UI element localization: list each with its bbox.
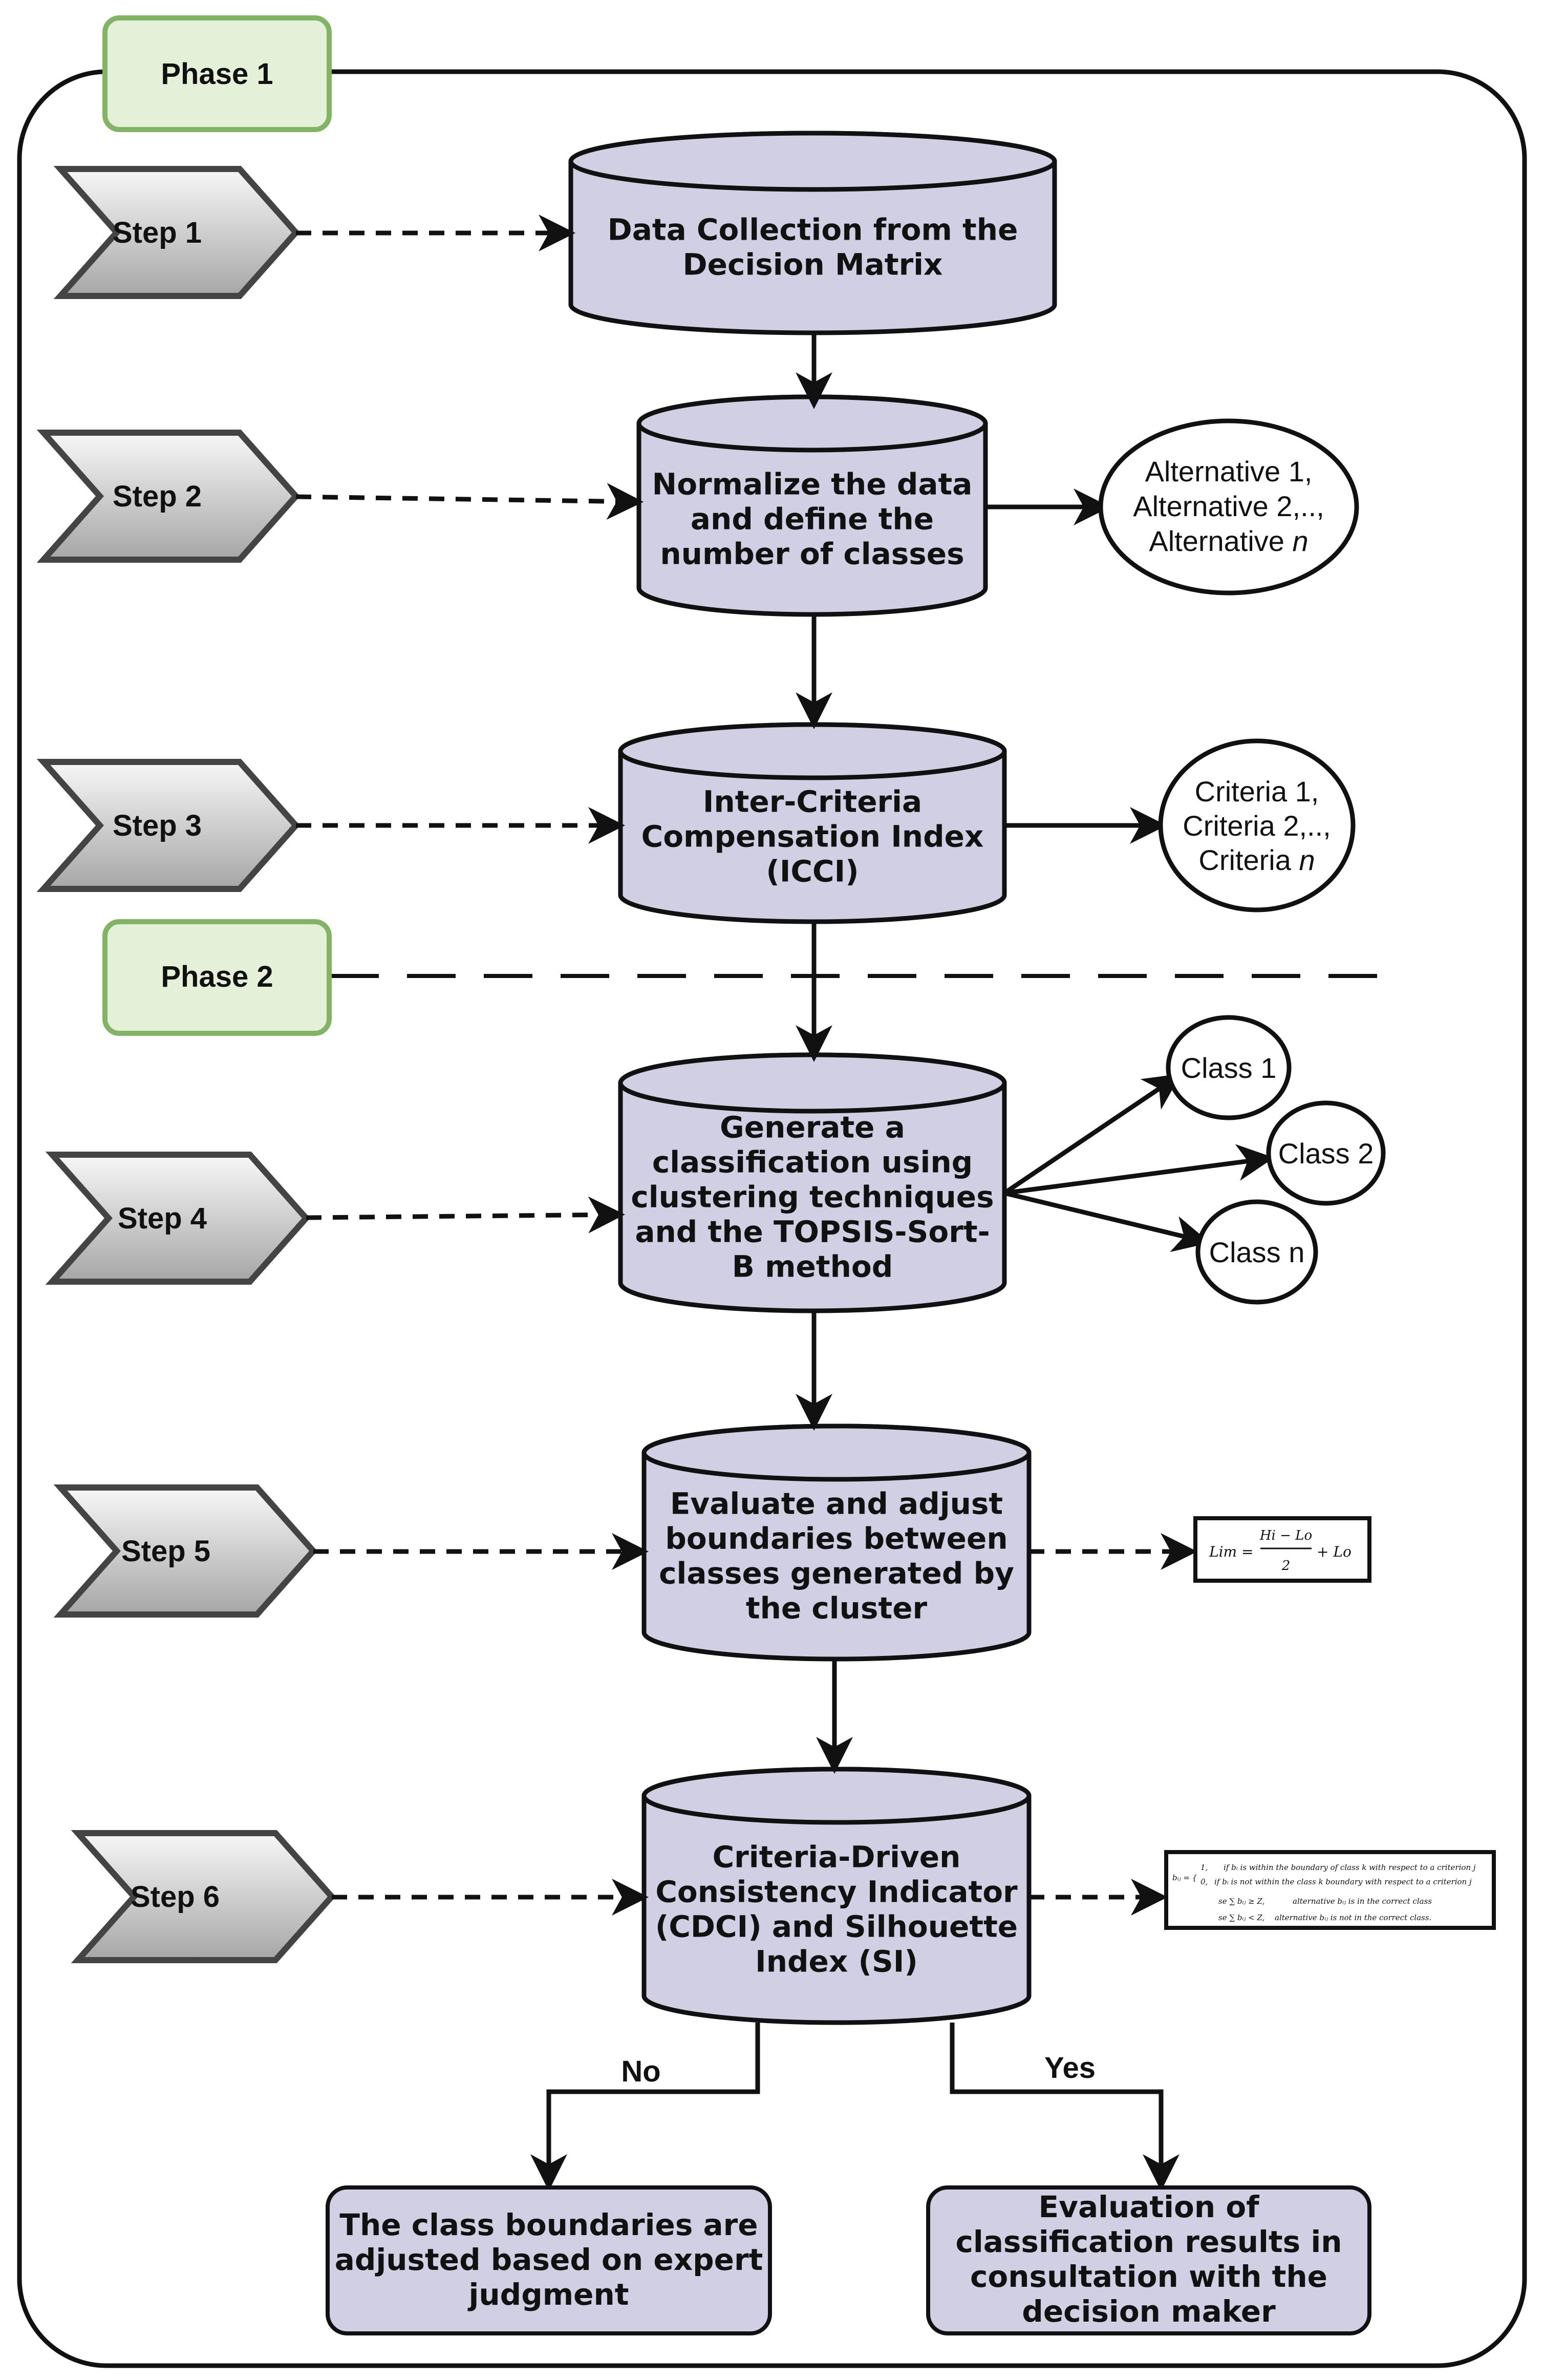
process-step5-line-1: Evaluate and adjust: [670, 1486, 1003, 1521]
process-step5-line-3: classes generated by: [659, 1556, 1014, 1591]
step-2-chevron: Step 2: [36, 430, 301, 563]
class-1-label: Class 1: [1181, 1052, 1277, 1084]
step-3-chevron: Step 3: [36, 759, 301, 892]
cdci-case1-value: 1,: [1200, 1863, 1208, 1872]
branch-no-label: No: [621, 2055, 660, 2088]
cdci-line3-text: alternative bᵢⱼ is in the correct class: [1293, 1897, 1432, 1906]
step-6-label: Step 6: [131, 1880, 220, 1914]
cdci-line4-lead: se ∑ bᵢⱼ < Z,: [1218, 1913, 1264, 1922]
lim-formula-rhs: + Lo: [1317, 1543, 1352, 1560]
process-step6-line-2: Consistency Indicator: [655, 1875, 1018, 1909]
alternatives-line-3-var: n: [1292, 525, 1308, 557]
outcome-yes-line-4: decision maker: [1022, 2294, 1276, 2329]
criteria-node: Criteria 1, Criteria 2,.., Criteria n: [1158, 738, 1356, 912]
step-connectors: [295, 215, 1197, 1916]
cdci-case2-text: if bᵢ is not within the class k boundary…: [1214, 1877, 1472, 1886]
process-step6-line-1: Criteria-Driven: [713, 1840, 961, 1875]
process-step6-line-3: (CDCI) and Silhouette: [655, 1909, 1018, 1944]
outcome-yes-box: Evaluation of classification results in …: [926, 2185, 1371, 2335]
class-2-node: Class 2: [1266, 1100, 1386, 1206]
outcome-yes-line-2: classification results in: [955, 2224, 1342, 2259]
criteria-line-3: Criteria n: [1198, 844, 1315, 876]
lim-formula-box: Lim = Hi − Lo 2 + Lo: [1193, 1516, 1371, 1583]
step-5-chevron: Step 5: [53, 1484, 318, 1618]
class-n-node: Class n: [1195, 1199, 1318, 1305]
class-2-label: Class 2: [1278, 1137, 1374, 1170]
alternatives-line-3-text: Alternative: [1149, 525, 1292, 557]
step-4-chevron: Step 4: [45, 1152, 311, 1285]
process-step2-line-3: number of classes: [660, 537, 964, 571]
step-2-label: Step 2: [113, 480, 202, 513]
alternatives-node: Alternative 1, Alternative 2,.., Alterna…: [1098, 418, 1359, 596]
process-step6-line-4: Index (SI): [755, 1944, 918, 1979]
step-5-label: Step 5: [121, 1535, 210, 1568]
criteria-line-2: Criteria 2,..,: [1183, 810, 1331, 842]
flow-connectors: [530, 333, 1274, 2191]
process-step2-line-1: Normalize the data: [652, 467, 973, 502]
cdci-case1-text: if bᵢ is within the boundary of class k …: [1224, 1863, 1476, 1872]
process-step5-line-2: boundaries between: [665, 1521, 1007, 1556]
process-step4-line-3: clustering techniques: [631, 1180, 994, 1215]
outcome-no-line-1: The class boundaries are: [339, 2207, 758, 2242]
step-4-label: Step 4: [118, 1202, 207, 1235]
step-1-chevron: Step 1: [53, 166, 301, 299]
step-1-label: Step 1: [113, 216, 202, 249]
criteria-line-3-var: n: [1299, 844, 1315, 876]
outcome-no-box: The class boundaries are adjusted based …: [326, 2185, 772, 2335]
criteria-line-3-text: Criteria: [1198, 844, 1299, 876]
class-1-node: Class 1: [1166, 1015, 1292, 1120]
branch-yes-label: Yes: [1044, 2051, 1096, 2085]
process-step4-line-2: classification using: [652, 1145, 973, 1180]
process-step3-line-3: (ICCI): [766, 854, 859, 889]
process-step4-line-1: Generate a: [720, 1110, 905, 1145]
process-step4-line-4: and the TOPSIS-Sort-: [635, 1215, 990, 1249]
cdci-lhs: bᵢⱼ = {: [1172, 1873, 1197, 1882]
process-step2-line-2: and define the: [691, 502, 934, 537]
phase-1-label: Phase 1: [102, 15, 332, 132]
cdci-line3-lead: se ∑ bᵢⱼ ≥ Z,: [1218, 1897, 1264, 1906]
class-n-label: Class n: [1209, 1236, 1305, 1268]
process-step3-line-1: Inter-Criteria: [703, 784, 922, 819]
cdci-case2-value: 0,: [1200, 1877, 1208, 1886]
process-step1-line-2: Decision Matrix: [683, 247, 943, 282]
step-6-chevron: Step 6: [71, 1830, 336, 1963]
lim-formula-denominator: 2: [1281, 1558, 1291, 1574]
alternatives-line-3: Alternative n: [1149, 525, 1308, 557]
step-3-label: Step 3: [113, 809, 202, 842]
process-step4-line-5: B method: [732, 1249, 893, 1284]
outcome-no-line-3: judgment: [468, 2277, 629, 2312]
criteria-line-1: Criteria 1,: [1195, 775, 1319, 808]
cdci-line4-text: alternative bᵢⱼ is not in the correct cl…: [1275, 1913, 1431, 1922]
outcome-yes-line-1: Evaluation of: [1039, 2190, 1260, 2224]
process-step1-line-1: Data Collection from the: [608, 213, 1018, 247]
alternatives-line-1: Alternative 1,: [1145, 455, 1313, 487]
process-step5-line-4: the cluster: [746, 1591, 928, 1626]
outcome-no-line-2: adjusted based on expert: [335, 2242, 763, 2277]
phase-2-label: Phase 2: [102, 919, 332, 1036]
outcome-yes-line-3: consultation with the: [970, 2259, 1327, 2294]
cdci-formula-box: bᵢⱼ = { 1, if bᵢ is within the boundary …: [1164, 1850, 1496, 1930]
alternatives-line-2: Alternative 2,..,: [1133, 490, 1324, 522]
lim-formula-numerator: Hi − Lo: [1259, 1528, 1312, 1543]
phase-frame: [17, 69, 1527, 2368]
phase-2-text: Phase 2: [161, 960, 273, 993]
phase-1-text: Phase 1: [161, 57, 273, 91]
process-step3-line-2: Compensation Index: [641, 819, 984, 854]
lim-formula-lhs: Lim =: [1209, 1543, 1253, 1560]
